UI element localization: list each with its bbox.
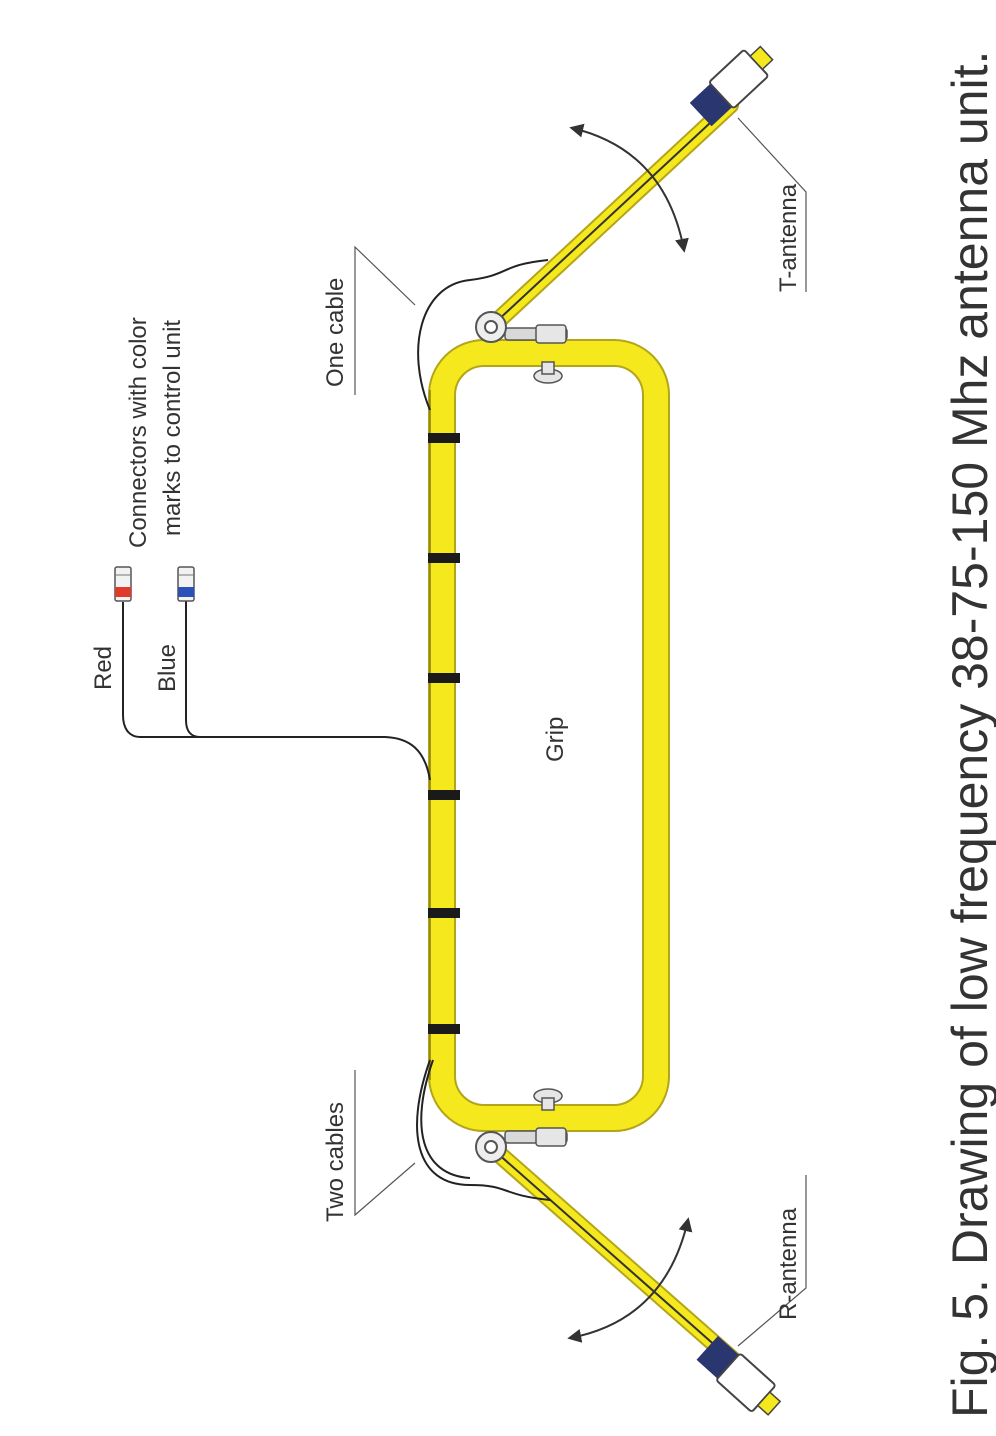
label-grip: Grip (542, 717, 569, 762)
r-antenna-rotation-arrow (567, 1217, 693, 1343)
grip-frame (428, 339, 670, 1132)
label-two-cables: Two cables (322, 1102, 349, 1222)
label-one-cable: One cable (322, 278, 349, 387)
leader-lines (354, 117, 807, 1347)
label-red: Red (90, 646, 117, 690)
label-t-antenna: T-antenna (775, 183, 802, 292)
t-antenna-rotation-arrow (569, 123, 689, 253)
label-blue: Blue (154, 644, 181, 692)
label-connectors-line1: Connectors with color (125, 317, 152, 548)
label-connectors-line2: marks to control unit (159, 320, 186, 536)
tape-bands (428, 433, 460, 1034)
label-r-antenna: R-antenna (775, 1207, 802, 1320)
cables (122, 259, 551, 1201)
lower-clamp (504, 1088, 568, 1147)
red-connector (114, 566, 132, 602)
upper-clamp (504, 324, 568, 384)
figure-caption: Fig. 5. Drawing of low frequency 38-75-1… (942, 51, 996, 1418)
blue-connector (177, 566, 195, 602)
r-antenna-arm (475, 1131, 782, 1416)
t-antenna-arm (475, 45, 774, 343)
